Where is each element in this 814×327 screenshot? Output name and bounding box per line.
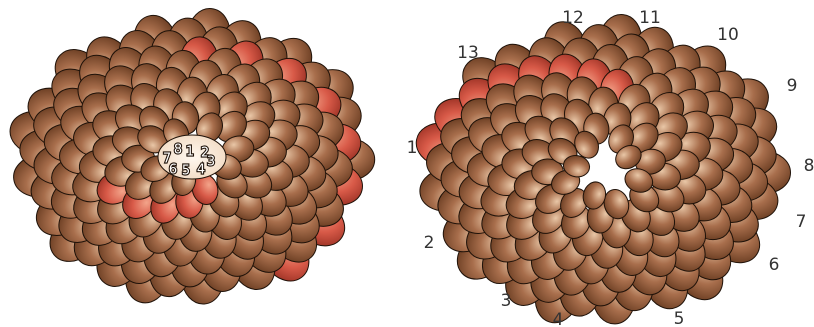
spiral-count-label: 13	[457, 43, 479, 63]
spiral-count-label: 7	[796, 212, 807, 232]
spiral-count-label: 5	[674, 309, 685, 327]
spiral-count-label: 6	[769, 255, 780, 275]
center-scale-label: 3	[207, 155, 215, 170]
spiral-count-label: 3	[501, 291, 512, 311]
spiral-count-label: 12	[562, 8, 584, 28]
center-scale-label: 7	[163, 152, 171, 167]
center-scale-label: 4	[197, 163, 205, 178]
center-scale-label: 1	[186, 145, 194, 160]
spiral-count-label: 4	[553, 310, 564, 327]
spiral-count-label: 1	[407, 138, 418, 158]
spiral-count-label: 9	[787, 76, 798, 96]
spiral-count-label: 2	[424, 233, 435, 253]
spiral-count-label: 8	[804, 156, 814, 176]
spiral-count-label: 11	[639, 8, 661, 28]
center-scale-label: 5	[182, 164, 190, 179]
center-scale-label: 8	[174, 143, 182, 158]
spiral-count-label: 10	[717, 25, 739, 45]
